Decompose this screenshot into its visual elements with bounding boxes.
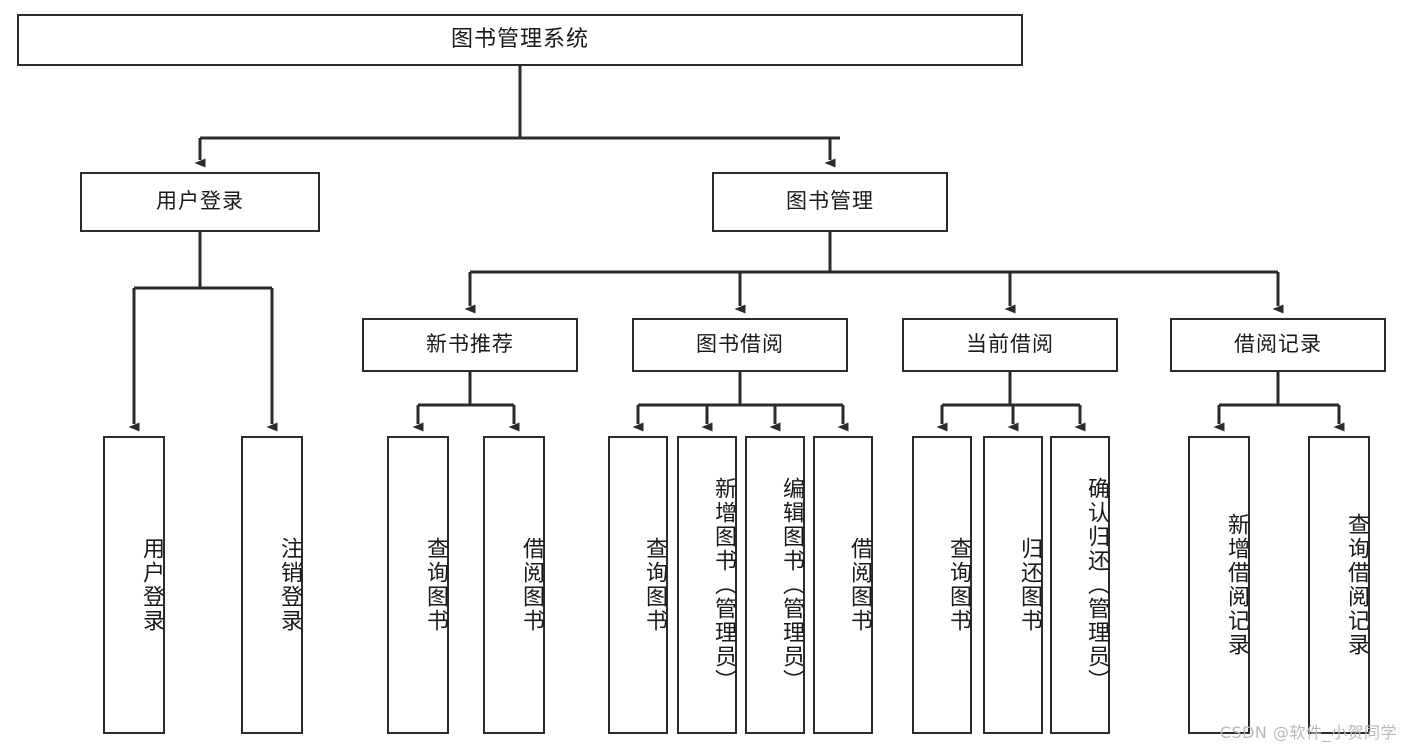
node-new-book-recommendation[interactable]: 新书推荐 [362, 318, 578, 372]
node-leaf-borrow-book-recommend[interactable]: 借阅图书 [483, 436, 545, 734]
node-leaf-borrow-book-borrowing[interactable]: 借阅图书 [813, 436, 873, 734]
node-label: 新增借阅记录 [1224, 513, 1249, 657]
node-user-login[interactable]: 用户登录 [80, 172, 320, 232]
node-leaf-add-book-admin[interactable]: 新增图书（管理员） [677, 436, 737, 734]
node-label: 用户登录 [156, 189, 244, 214]
node-leaf-user-login[interactable]: 用户登录 [103, 436, 165, 734]
node-label: 用户登录 [139, 537, 164, 633]
node-label: 编辑图书（管理员） [779, 477, 804, 693]
node-label: 确认归还（管理员） [1084, 477, 1109, 693]
node-label: 借阅图书 [519, 537, 544, 633]
node-label: 图书借阅 [696, 332, 784, 357]
node-label: 新增图书（管理员） [711, 477, 736, 693]
node-label: 借阅记录 [1234, 332, 1322, 357]
node-label: 图书管理系统 [450, 26, 589, 52]
node-leaf-logout[interactable]: 注销登录 [241, 436, 303, 734]
node-label: 查询借阅记录 [1344, 513, 1369, 657]
node-root-book-management-system[interactable]: 图书管理系统 [17, 14, 1023, 66]
node-leaf-query-book-current[interactable]: 查询图书 [912, 436, 972, 734]
node-leaf-add-borrowing-record[interactable]: 新增借阅记录 [1188, 436, 1250, 734]
node-leaf-confirm-return-admin[interactable]: 确认归还（管理员） [1050, 436, 1110, 734]
node-label: 查询图书 [642, 537, 667, 633]
node-leaf-query-borrowing-record[interactable]: 查询借阅记录 [1308, 436, 1370, 734]
node-label: 查询图书 [946, 537, 971, 633]
node-label: 归还图书 [1017, 537, 1042, 633]
node-label: 查询图书 [423, 537, 448, 633]
node-book-borrowing[interactable]: 图书借阅 [632, 318, 848, 372]
csdn-watermark: CSDN @软件_小贺同学 [1219, 723, 1397, 742]
node-leaf-query-book-borrowing[interactable]: 查询图书 [608, 436, 668, 734]
node-label: 新书推荐 [426, 332, 514, 357]
node-borrowing-records[interactable]: 借阅记录 [1170, 318, 1386, 372]
node-book-management[interactable]: 图书管理 [712, 172, 948, 232]
node-current-borrowing[interactable]: 当前借阅 [902, 318, 1118, 372]
node-label: 当前借阅 [966, 332, 1054, 357]
node-leaf-edit-book-admin[interactable]: 编辑图书（管理员） [745, 436, 805, 734]
node-label: 图书管理 [786, 189, 874, 214]
node-leaf-return-book[interactable]: 归还图书 [983, 436, 1043, 734]
node-label: 借阅图书 [847, 537, 872, 633]
node-leaf-query-book-recommend[interactable]: 查询图书 [387, 436, 449, 734]
node-label: 注销登录 [277, 537, 302, 633]
